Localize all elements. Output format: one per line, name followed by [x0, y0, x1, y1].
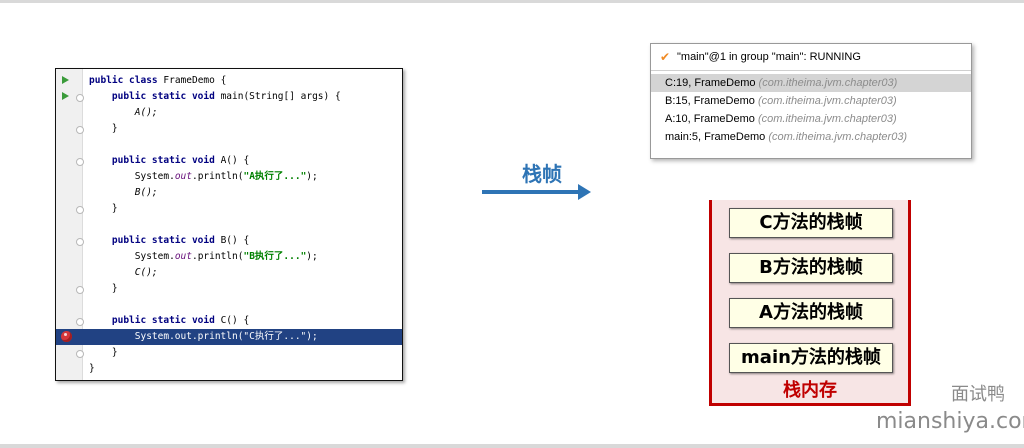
debugger-frames-panel: ✔ "main"@1 in group "main": RUNNING C:19…: [650, 43, 972, 159]
stack-frame-block: A方法的栈帧: [729, 298, 893, 328]
code-line: C();: [134, 267, 158, 278]
watermark-url: mianshiya.com: [876, 409, 1024, 434]
code-line: }: [56, 281, 402, 297]
code-line: System.out.println("B执行了...");: [134, 251, 318, 262]
code-line: B();: [134, 187, 158, 198]
arrow-shaft: [482, 190, 580, 194]
stack-frame-block: main方法的栈帧: [729, 343, 893, 373]
code-line: }: [89, 363, 95, 374]
run-icon[interactable]: [62, 92, 69, 100]
code-line-class-decl: public class FrameDemo {: [56, 73, 402, 89]
check-icon: ✔: [660, 50, 671, 64]
fold-icon[interactable]: [76, 350, 84, 358]
code-line-main-decl: public static void main(String[] args) {: [56, 89, 402, 105]
slide-top-border: [0, 0, 1024, 3]
code-editor: public class FrameDemo { public static v…: [55, 68, 403, 381]
fold-icon[interactable]: [76, 158, 84, 166]
fold-icon[interactable]: [76, 318, 84, 326]
code-line: System.out.println("A执行了...");: [134, 171, 318, 182]
stack-frame-block: B方法的栈帧: [729, 253, 893, 283]
stack-frame-row[interactable]: main:5, FrameDemo (com.itheima.jvm.chapt…: [665, 131, 908, 143]
stack-memory-label: 栈内存: [783, 380, 837, 401]
code-line: }: [56, 121, 402, 137]
thread-selector[interactable]: ✔ "main"@1 in group "main": RUNNING: [651, 44, 971, 71]
code-line-a-decl: public static void A() {: [56, 153, 402, 169]
code-line: }: [56, 201, 402, 217]
watermark-cn: 面试鸭: [951, 384, 1005, 405]
stack-frame-row[interactable]: C:19, FrameDemo (com.itheima.jvm.chapter…: [651, 74, 971, 92]
fold-icon[interactable]: [76, 126, 84, 134]
code-line: }: [56, 345, 402, 361]
editor-gutter: [56, 69, 83, 380]
code-line-c-decl: public static void C() {: [56, 313, 402, 329]
thread-label: "main"@1 in group "main": RUNNING: [677, 51, 861, 63]
stack-frame-block: C方法的栈帧: [729, 208, 893, 238]
stack-frame-row[interactable]: B:15, FrameDemo (com.itheima.jvm.chapter…: [665, 95, 897, 107]
fold-icon[interactable]: [76, 238, 84, 246]
fold-icon[interactable]: [76, 206, 84, 214]
slide-bottom-border: [0, 444, 1024, 448]
run-icon[interactable]: [62, 76, 69, 84]
fold-icon[interactable]: [76, 286, 84, 294]
code-line: A();: [134, 107, 158, 118]
fold-icon[interactable]: [76, 94, 84, 102]
breakpoint-icon[interactable]: [61, 331, 72, 342]
code-line-highlighted: System.out.println("C执行了...");: [56, 329, 402, 345]
stack-frame-row[interactable]: A:10, FrameDemo (com.itheima.jvm.chapter…: [665, 113, 897, 125]
code-line-b-decl: public static void B() {: [56, 233, 402, 249]
arrow-right-icon: [578, 184, 591, 200]
arrow-label: 栈帧: [522, 162, 562, 186]
